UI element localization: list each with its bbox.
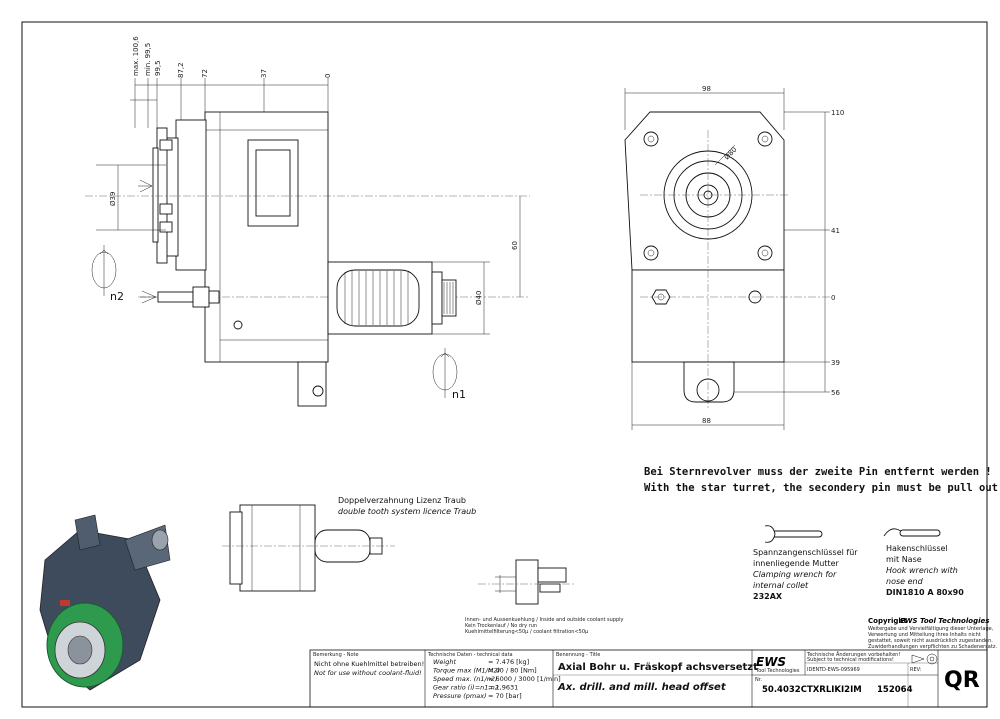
dim-right-56: 56: [831, 389, 840, 397]
tech-row-value: = 7.476 [kg]: [488, 658, 529, 666]
name-header: Benennung - Title: [556, 652, 600, 658]
tech-row-value: = 1,9631: [488, 684, 518, 692]
copyright-l3: gestattet, soweit nicht ausdrücklich zug…: [868, 638, 993, 644]
copyright-prefix: Copyright: [868, 617, 907, 625]
licence-view: [222, 504, 395, 592]
licence-en: double tooth system licence Traub: [338, 507, 476, 516]
drawing-number: 152064: [877, 685, 913, 695]
coolant-line1: Innen- und Aussenkuehlung / Inside and o…: [465, 617, 624, 623]
wrench2-en1: Hook wrench with: [886, 566, 958, 575]
note-de: Bei Sternrevolver muss der zweite Pin en…: [644, 466, 992, 478]
dim-88: 88: [702, 417, 711, 425]
wrench2-en2: nose end: [886, 577, 924, 586]
remark-header: Bemerkung - Note: [313, 652, 359, 658]
ident-label: IDENT: [807, 667, 823, 673]
coolant-schematic: [478, 559, 575, 605]
dim-top-6: 0: [324, 74, 332, 78]
dim-top-5: 37: [260, 69, 268, 78]
licence-de: Doppelverzahnung Lizenz Traub: [338, 496, 466, 505]
changes-de: Technische Änderungen vorbehalten!: [806, 651, 900, 658]
dim-60: 60: [511, 241, 519, 250]
rev-label: REV:: [910, 667, 922, 673]
tech-header: Technische Daten - technical data: [427, 652, 513, 658]
ews-logo: EWS: [756, 655, 786, 669]
copyright-l4: Zuwiderhandlungen verpflichten zu Schade…: [868, 644, 997, 650]
side-view: max. 100,6 min. 99,5 99,5 87,2 72 37 0 Ø…: [85, 36, 530, 407]
remark-en: Not for use without coolant-fluid!: [314, 669, 422, 677]
part-number: 50.4032CTXRLIKI2IM: [762, 685, 862, 695]
ews-logo-sub: Tool Technologies: [755, 668, 800, 674]
dim-right-41: 41: [831, 227, 840, 235]
name-en: Ax. drill. and mill. head offset: [557, 682, 727, 693]
title-block: [309, 649, 988, 708]
dim-right-39: 39: [831, 359, 840, 367]
label-n2: n2: [110, 290, 124, 303]
tech-rows: Weight = 7.476 [kg]Torque max (M1/M2)= 40…: [433, 658, 561, 700]
tech-row-value: = 6000 / 3000 [1/min]: [488, 675, 561, 683]
tech-row-label: Pressure (pmax): [433, 692, 487, 700]
wrench1-code: 232AX: [753, 592, 783, 601]
dim-d39: Ø39: [109, 192, 117, 206]
dim-98: 98: [702, 85, 711, 93]
coolant-line3: Kuehlmittelfilterung<50µ / coolant filtr…: [465, 629, 589, 635]
copyright-l2: Verwertung und Mitteilung ihres Inhalts …: [868, 632, 981, 638]
wrench1-en2: internal collet: [753, 581, 809, 590]
dim-top-1: min. 99,5: [144, 43, 152, 76]
dim-top-3: 87,2: [177, 62, 185, 78]
tech-row-label: Weight: [433, 658, 456, 666]
wrench2-de2: mit Nase: [886, 555, 922, 564]
copyright-brand: EWS Tool Technologies: [900, 617, 989, 625]
tech-row-value: = 70 [bar]: [488, 692, 522, 700]
label-n1: n1: [452, 388, 466, 401]
hook-wrench-icon: [883, 528, 941, 537]
front-view: 98 Ø80 110 41 0 39 56 88: [624, 85, 844, 430]
dim-top-2: 99,5: [154, 60, 162, 76]
wrench2-code: DIN1810 A 80x90: [886, 588, 964, 597]
wrench1-en1: Clamping wrench for: [753, 570, 837, 579]
ident-value: D-EWS-095969: [822, 667, 860, 673]
name-de: Axial Bohr u. Fräskopf achsversetzt: [558, 662, 758, 673]
tech-row-label: Gear ratio (i)=n1:n2: [433, 684, 499, 692]
coolant-line2: Kein Trockenlauf / No dry run: [465, 623, 537, 629]
tech-row-value: = 40 / 80 [Nm]: [488, 667, 537, 675]
render-3d-image: [39, 514, 171, 691]
remark-de: Nicht ohne Kuehlmittel betreiben!: [314, 660, 424, 668]
sheet-border: [21, 21, 988, 708]
clamping-wrench-icon: [764, 525, 823, 543]
dim-right-110: 110: [831, 109, 844, 117]
tech-row-label: Speed max. (n1/n2): [433, 675, 498, 683]
wrench1-de2: innenliegende Mutter: [753, 559, 840, 568]
tech-row-label: Torque max (M1/M2): [433, 667, 500, 675]
dim-right-0: 0: [831, 294, 835, 302]
part-label: Nr.: [755, 677, 762, 683]
note-en: With the star turret, the secondery pin …: [644, 482, 1000, 494]
dim-top-4: 72: [201, 69, 209, 78]
qr-label: QR: [944, 668, 980, 693]
dim-d40: Ø40: [475, 291, 483, 305]
copyright-l1: Weitergabe und Vervielfältigung dieser U…: [868, 626, 994, 632]
wrench1-de1: Spannzangenschlüssel für: [753, 548, 858, 557]
changes-en: Subject to technical modifications!: [807, 657, 894, 663]
dim-top-0: max. 100,6: [132, 36, 140, 76]
wrench2-de1: Hakenschlüssel: [886, 544, 948, 553]
